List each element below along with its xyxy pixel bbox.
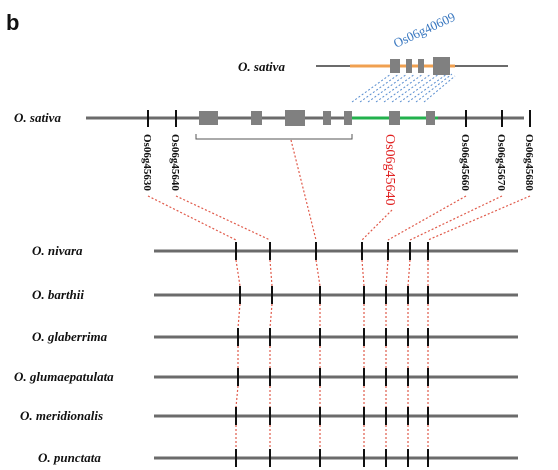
species-connector: [235, 385, 239, 408]
species-row: O. barthii: [32, 287, 518, 302]
species-connector: [269, 303, 273, 329]
species-label: O. nivara: [32, 243, 83, 258]
projection-line: [391, 73, 432, 103]
species-label: O. barthii: [32, 287, 84, 302]
connector: [427, 195, 531, 241]
species-connector: [407, 259, 411, 287]
ref-exon: [344, 111, 352, 125]
species-ticks: [235, 242, 429, 467]
gene-label: Os06g45630: [141, 134, 153, 191]
ref-species-label: O. sativa: [14, 110, 61, 125]
species-connector: [361, 259, 365, 287]
species-rows: O. nivara O. barthii O. glaberrima O. gl…: [14, 243, 518, 465]
ref-exon: [389, 111, 400, 125]
top-exon: [418, 59, 424, 73]
ref-exon: [426, 111, 435, 125]
ref-gene-labels: Os06g45630 Os06g45640 Os06g45640 Os06g45…: [141, 134, 535, 206]
species-label: O. punctata: [38, 450, 101, 465]
connector: [387, 195, 467, 241]
ref-exon: [251, 111, 262, 125]
reference-chromosome: O. sativa: [14, 110, 531, 140]
projection-lines: [351, 73, 456, 103]
species-row: O. glaberrima: [32, 329, 518, 344]
ref-connectors: [147, 139, 531, 241]
projection-line: [351, 73, 392, 103]
species-row: O. meridionalis: [20, 408, 518, 423]
top-gene-label: Os06g40609: [391, 9, 458, 51]
species-row: O. punctata: [38, 450, 518, 465]
species-row: O. glumaepatulata: [14, 369, 518, 384]
projection-line: [359, 73, 400, 103]
connector: [409, 195, 503, 241]
ref-exon: [285, 110, 305, 126]
top-exon: [406, 59, 412, 73]
connector: [290, 139, 317, 241]
region-bracket: [195, 134, 353, 140]
projection-line: [407, 73, 448, 103]
top-gene-model: O. sativa Os06g40609: [238, 9, 508, 75]
top-exon: [433, 57, 450, 75]
gene-label: Os06g45670: [495, 134, 507, 191]
projection-line: [383, 73, 424, 103]
species-connector: [385, 259, 389, 287]
species-label: O. glumaepatulata: [14, 369, 114, 384]
species-row: O. nivara: [32, 243, 518, 258]
species-connector: [315, 259, 321, 287]
species-connector: [237, 303, 241, 329]
projection-line: [367, 73, 408, 103]
panel-label: b: [6, 10, 19, 35]
gene-label-highlight: Os06g45640: [382, 134, 397, 206]
species-connector: [235, 259, 241, 287]
species-label: O. meridionalis: [20, 408, 103, 423]
connector: [361, 209, 393, 241]
connector: [147, 195, 237, 241]
ref-exon: [199, 111, 218, 125]
top-species-label: O. sativa: [238, 59, 285, 74]
species-connector: [269, 259, 273, 287]
species-label: O. glaberrima: [32, 329, 108, 344]
gene-label: Os06g45680: [523, 134, 535, 191]
gene-label: Os06g45660: [459, 134, 471, 191]
gene-label: Os06g45640: [169, 134, 181, 191]
ref-exon: [323, 111, 331, 125]
projection-line: [423, 75, 456, 103]
projection-line: [375, 73, 416, 103]
connector: [175, 195, 271, 241]
projection-line: [399, 73, 440, 103]
top-exon: [390, 59, 400, 73]
